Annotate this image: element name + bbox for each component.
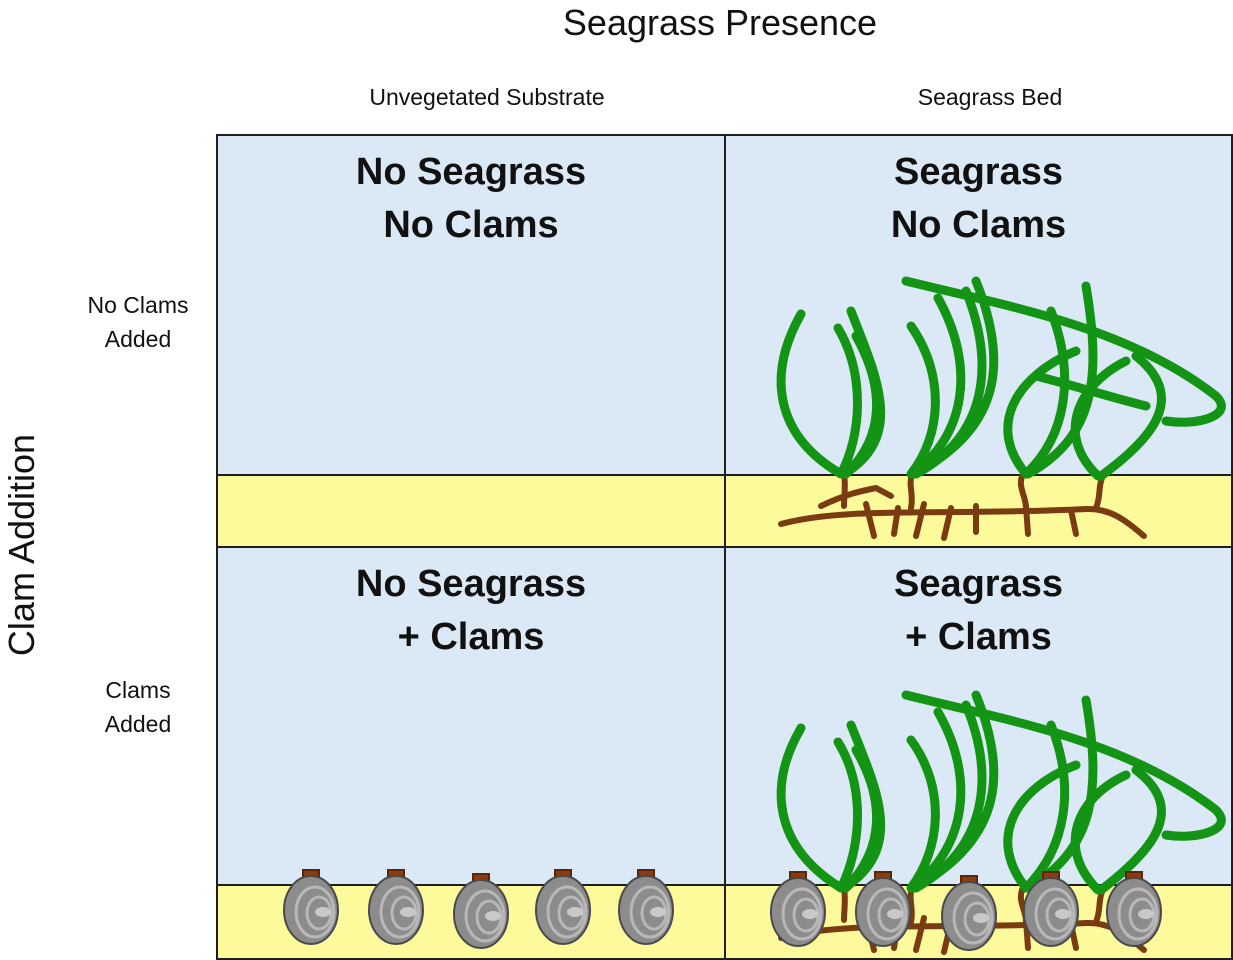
cell-seagrass-no-clams: Seagrass No Clams (724, 134, 1233, 548)
clam (942, 876, 996, 950)
seagrass-illustration (726, 136, 1233, 548)
clam (284, 870, 338, 944)
sediment-layer (218, 474, 724, 546)
clam (369, 870, 423, 944)
cell-no-seagrass-plus-clams: No Seagrass + Clams (216, 546, 726, 960)
clams-illustration (218, 548, 726, 960)
column-header-seagrass-bed: Seagrass Bed (800, 84, 1180, 111)
row-axis-title: Clam Addition (1, 434, 43, 656)
cell-seagrass-plus-clams: Seagrass + Clams (724, 546, 1233, 960)
clam (536, 870, 590, 944)
clam (856, 872, 910, 946)
rhizome-roots (781, 474, 1144, 538)
seagrass-and-clams-illustration (726, 548, 1233, 960)
seagrass-blades (781, 695, 1221, 890)
column-axis-title: Seagrass Presence (420, 2, 1020, 44)
cell-title: No Seagrass No Clams (218, 146, 724, 252)
row-label-clams-added: Clams Added (40, 673, 236, 741)
clam (619, 870, 673, 944)
seagrass-blades (781, 281, 1221, 476)
clam (454, 874, 508, 948)
row-label-no-clams: No Clams Added (40, 288, 236, 356)
cell-no-seagrass-no-clams: No Seagrass No Clams (216, 134, 726, 548)
clam (771, 872, 825, 946)
column-header-unvegetated: Unvegetated Substrate (297, 84, 677, 111)
